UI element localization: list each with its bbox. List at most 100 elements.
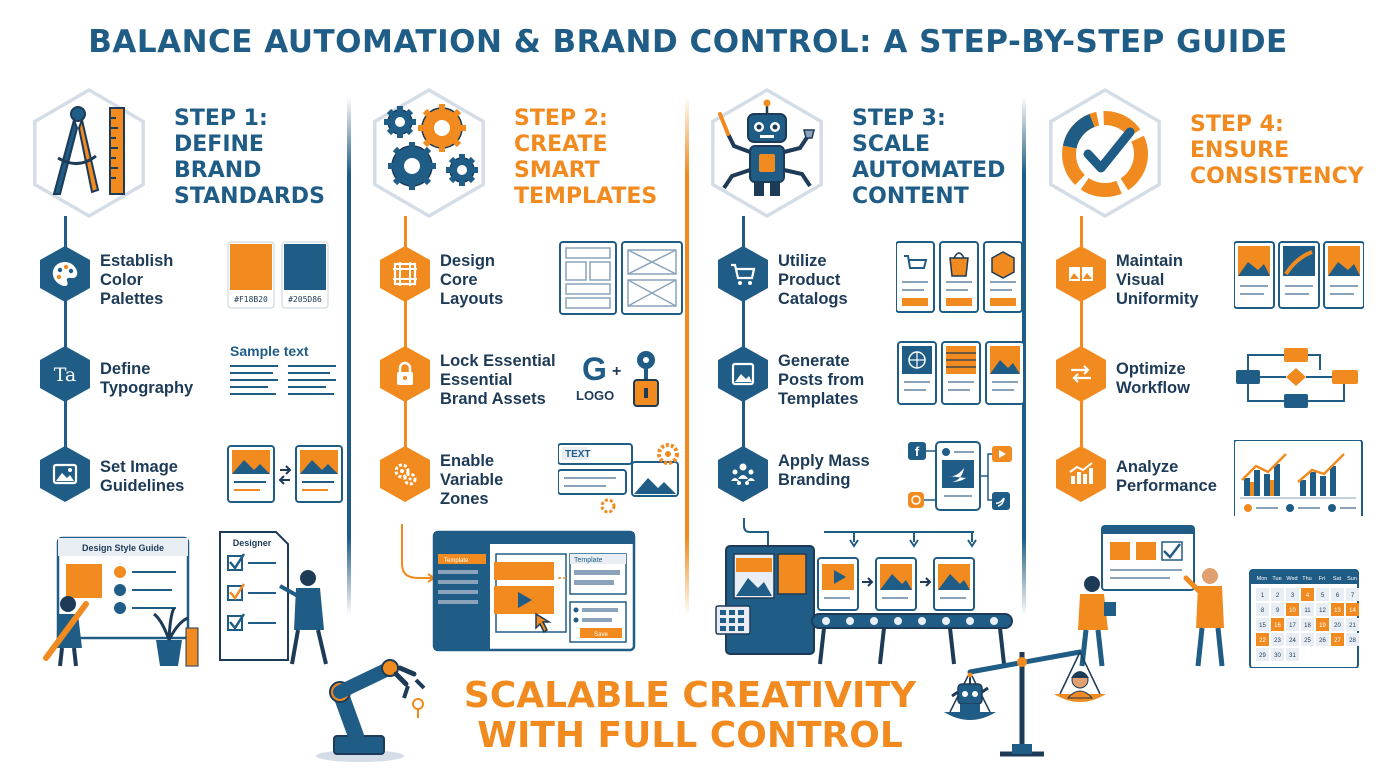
calendar-day-cell bbox=[1256, 603, 1269, 616]
calendar-day-label: Fri bbox=[1319, 576, 1325, 582]
svg-text:f: f bbox=[915, 444, 920, 459]
calendar-date: 8 bbox=[1261, 608, 1265, 614]
workflow-diagram bbox=[1236, 348, 1358, 408]
layout-frame-icon bbox=[393, 262, 417, 286]
social-branding-visual: f bbox=[908, 441, 1012, 511]
color-swatches: #F18B20 #205D86 bbox=[227, 241, 329, 309]
template-tab: Template bbox=[444, 558, 469, 564]
calendar-day-cell bbox=[1346, 588, 1359, 601]
people-icon bbox=[731, 463, 755, 485]
calendar-day-cell bbox=[1301, 633, 1314, 646]
calendar-day-label: Sun bbox=[1347, 576, 1357, 582]
post-template-cards bbox=[897, 341, 1025, 405]
page-title: BALANCE AUTOMATION & BRAND CONTROL: A ST… bbox=[88, 24, 1288, 60]
calendar-day-cell bbox=[1271, 588, 1284, 601]
calendar-date: 21 bbox=[1349, 623, 1356, 629]
calendar-day-cell bbox=[1286, 633, 1299, 646]
calendar-date: 27 bbox=[1334, 638, 1341, 644]
gear-cog-icon bbox=[394, 463, 417, 486]
calendar-day-cell bbox=[1286, 618, 1299, 631]
calendar-day-cell bbox=[1271, 618, 1284, 631]
template-panel-title: Template bbox=[574, 557, 603, 564]
bar-chart-icon bbox=[1069, 462, 1093, 484]
calendar-date: 22 bbox=[1259, 638, 1266, 644]
calendar-day-cell bbox=[1301, 618, 1314, 631]
sample-text: Sample text bbox=[230, 343, 309, 359]
calendar-date: 14 bbox=[1349, 608, 1356, 614]
swatch-hex-blue: #205D86 bbox=[288, 295, 322, 304]
uniformity-cards bbox=[1234, 241, 1364, 309]
robot-icon bbox=[718, 99, 815, 196]
calendar-date: 6 bbox=[1336, 593, 1340, 599]
balance-scale-illustration bbox=[944, 649, 1106, 757]
calendar-date: 24 bbox=[1289, 638, 1296, 644]
image-icon bbox=[52, 463, 78, 485]
calendar-day-cell bbox=[1331, 603, 1344, 616]
calendar-date: 18 bbox=[1304, 623, 1311, 629]
calendar-day-label: Mon bbox=[1257, 576, 1268, 582]
typography-icon: Ta bbox=[54, 364, 77, 386]
calendar-day-cell bbox=[1316, 588, 1329, 601]
variable-zones-visual: TEXT bbox=[558, 443, 679, 514]
calendar-date: 28 bbox=[1349, 638, 1356, 644]
calendar-day-cell bbox=[1286, 588, 1299, 601]
workflow-icon bbox=[1071, 365, 1091, 383]
calendar-date: 30 bbox=[1274, 653, 1281, 659]
column-divider bbox=[347, 96, 351, 616]
calendar-date: 17 bbox=[1289, 623, 1296, 629]
checkmark-ring-icon bbox=[1062, 111, 1148, 197]
calendar-date: 11 bbox=[1304, 608, 1311, 614]
calendar-date: 23 bbox=[1274, 638, 1281, 644]
calendar-date: 7 bbox=[1351, 593, 1355, 599]
calendar-day-cell bbox=[1346, 633, 1359, 646]
calendar-date: 25 bbox=[1304, 638, 1311, 644]
product-catalog-cards bbox=[896, 241, 1023, 313]
calendar-date: 2 bbox=[1276, 593, 1280, 599]
robot-arm-illustration bbox=[316, 659, 426, 762]
logo-text: LOGO bbox=[576, 388, 614, 403]
calendar-date: 9 bbox=[1276, 608, 1280, 614]
gears-icon bbox=[384, 104, 478, 190]
cart-icon bbox=[731, 263, 756, 285]
calendar-date: 20 bbox=[1334, 623, 1341, 629]
swatch-hex-orange: #F18B20 bbox=[234, 295, 268, 304]
logo-lock-visual: G LOGO + bbox=[576, 351, 659, 407]
text-tag: TEXT bbox=[565, 449, 591, 460]
column-divider bbox=[685, 96, 689, 616]
calendar-date: 31 bbox=[1289, 653, 1296, 659]
svg-text:Ta: Ta bbox=[54, 364, 77, 386]
compass-ruler-icon bbox=[52, 106, 125, 195]
picture-icon bbox=[731, 362, 755, 386]
calendar-day-cell bbox=[1271, 603, 1284, 616]
palette-icon bbox=[52, 262, 78, 286]
gallery-icon bbox=[1069, 267, 1093, 281]
calendar-date: 1 bbox=[1261, 593, 1265, 599]
calendar-day-cell bbox=[1331, 618, 1344, 631]
calendar-day-cell bbox=[1346, 618, 1359, 631]
calendar-date: 3 bbox=[1291, 593, 1295, 599]
calendar-day-label: Sat bbox=[1333, 576, 1342, 582]
calendar-day-cell bbox=[1256, 633, 1269, 646]
calendar-day-cell bbox=[1316, 603, 1329, 616]
calendar-day-label: Wed bbox=[1286, 576, 1297, 582]
calendar-date: 19 bbox=[1319, 623, 1326, 629]
calendar-day-cell bbox=[1256, 648, 1269, 661]
calendar-day-label: Tue bbox=[1272, 576, 1281, 582]
calendar-date: 26 bbox=[1319, 638, 1326, 644]
svg-text:+: + bbox=[612, 363, 621, 380]
